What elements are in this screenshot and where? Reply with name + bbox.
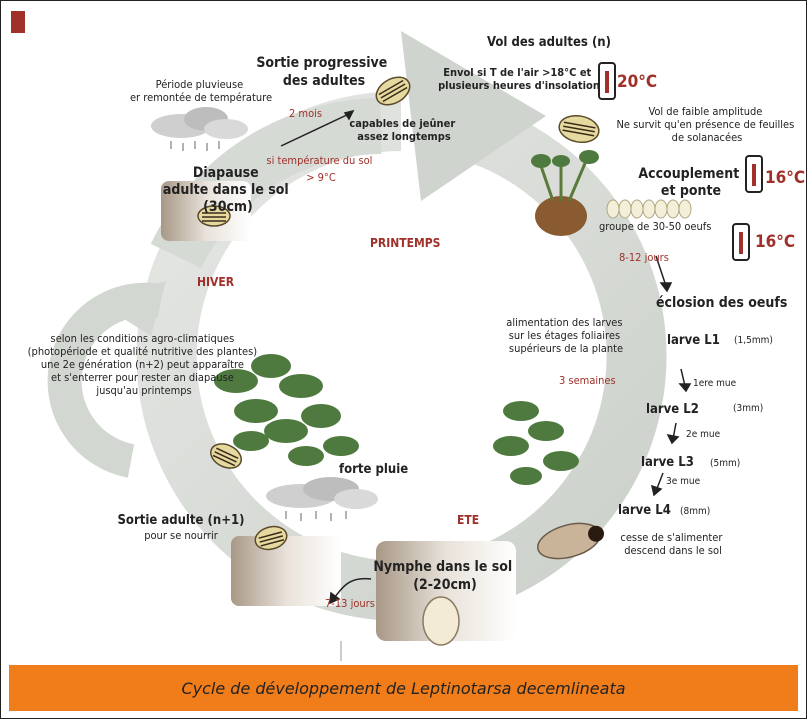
- temperature-16-accouplement: 16°C: [765, 168, 805, 188]
- egg-cluster-icon: [606, 199, 692, 219]
- beetle-icon: [558, 114, 600, 144]
- season-ete: ETE: [457, 513, 479, 527]
- potato-plant-icon: [493, 401, 579, 485]
- temperature-20: 20°C: [617, 72, 657, 92]
- label-diapause: Diapause adulte dans le sol (30cm): [163, 165, 293, 215]
- label-vol-des-adultes: Vol des adultes (n): [487, 35, 611, 50]
- label-larve-l4: larve L4: [618, 503, 671, 518]
- beetle-icon: [210, 443, 242, 469]
- label-sortie-progressive: Sortie progressive des adultes: [256, 55, 391, 89]
- beetle-icon: [197, 205, 231, 227]
- label-selon-conditions: selon les conditions agro-climatiques (p…: [28, 332, 261, 397]
- label-nymphe: Nymphe dans le sol (2-20cm): [373, 559, 516, 593]
- flow-arrows: [280, 109, 692, 605]
- duration-7-13-jours: 7-13 jours: [325, 597, 375, 610]
- thermometer-icon: [745, 155, 763, 193]
- label-cesse: cesse de s'alimenter descend dans le sol: [620, 531, 725, 557]
- label-vol-faible: Vol de faible amplitude Ne survit qu'en …: [617, 105, 798, 144]
- temperature-16-eclosion: 16°C: [755, 232, 795, 252]
- label-larve-l3: larve L3: [641, 455, 694, 470]
- label-larve-l2: larve L2: [646, 402, 699, 417]
- label-forte-pluie: forte pluie: [339, 462, 408, 477]
- second-generation-loop-head: [96, 281, 166, 336]
- beetle-icon: [375, 76, 411, 106]
- thermometer-icon: [732, 223, 750, 261]
- label-sortie-adulte: Sortie adulte (n+1): [118, 513, 245, 528]
- ring-arrowhead: [401, 31, 546, 201]
- thermometer-icon: [598, 62, 616, 100]
- potato-plant-icon: [214, 354, 359, 466]
- figure-caption: Cycle de développement de Leptinotarsa d…: [9, 665, 798, 711]
- duration-3-semaines: 3 semaines: [559, 374, 616, 387]
- label-larve-l1: larve L1: [667, 333, 720, 348]
- season-hiver: HIVER: [197, 275, 235, 289]
- size-larve-l1: (1,5mm): [734, 335, 773, 346]
- emergence-soil: [231, 536, 341, 606]
- size-larve-l3: (5mm): [710, 458, 740, 469]
- pupa-icon: [422, 596, 460, 646]
- rain-cloud-icon: [151, 107, 248, 151]
- duration-8-12-jours: 8-12 jours: [619, 251, 669, 264]
- size-larve-l4: (8mm): [680, 506, 710, 517]
- label-mue-3: 3e mue: [666, 476, 701, 487]
- label-envol: Envol si T de l'air >18°C et plusieurs h…: [438, 66, 600, 92]
- larva-icon: [537, 522, 605, 560]
- label-accouplement: Accouplement et ponte: [638, 166, 743, 199]
- label-alimentation: alimentation des larves sur les étages f…: [506, 316, 625, 355]
- label-pour-se-nourrir: pour se nourrir: [144, 529, 218, 542]
- label-mue-2: 2e mue: [686, 429, 721, 440]
- nymph-soil: [376, 541, 516, 641]
- beetle-icon: [254, 525, 288, 551]
- label-mue-1: 1ere mue: [693, 378, 737, 389]
- label-eclosion: éclosion des oeufs: [656, 295, 787, 311]
- duration-2-mois: 2 mois: [289, 107, 322, 120]
- label-groupe-oeufs: groupe de 30-50 oeufs: [599, 220, 711, 233]
- label-si-temperature: si température du sol > 9°C: [266, 154, 375, 184]
- size-larve-l2: (3mm): [733, 403, 763, 414]
- life-cycle-diagram: Période pluvieuse er remontée de tempéra…: [11, 11, 805, 661]
- season-printemps: PRINTEMPS: [370, 236, 440, 250]
- corner-mark: [11, 11, 25, 33]
- potato-sprout-icon: [531, 150, 599, 236]
- rain-cloud-icon: [266, 477, 378, 521]
- label-capables: capables de jeûner assez longtemps: [349, 117, 458, 143]
- label-periode-pluvieuse: Période pluvieuse er remontée de tempéra…: [130, 78, 272, 104]
